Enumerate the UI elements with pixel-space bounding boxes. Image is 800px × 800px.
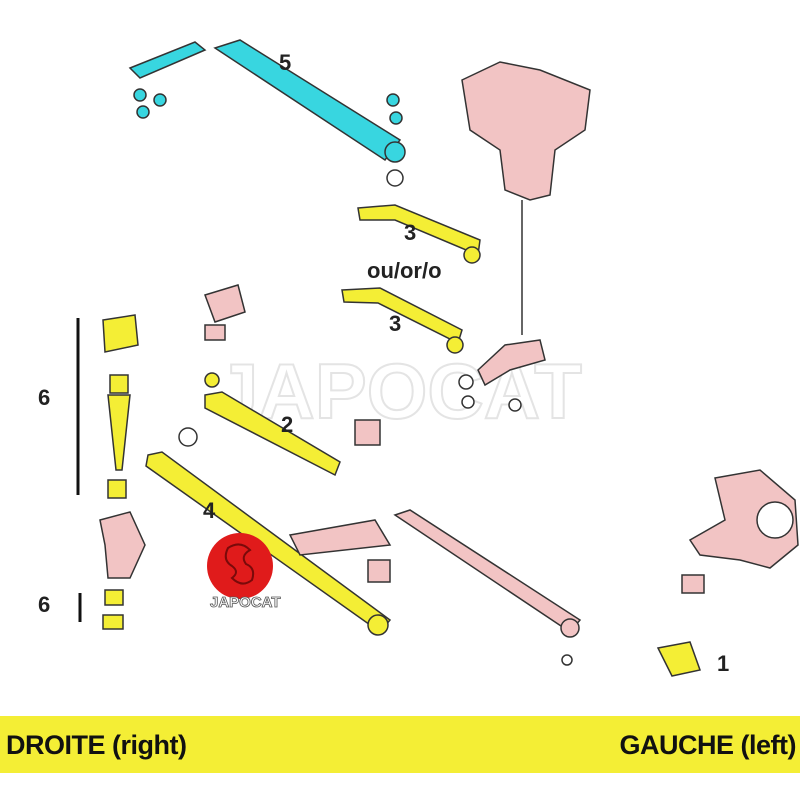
- center-link: [288, 419, 582, 666]
- right-side-label: DROITE (right): [6, 730, 187, 760]
- steering-knuckle: [656, 469, 799, 677]
- alternative-label: ou/or/o: [367, 258, 442, 283]
- kingpin-assembly: [76, 314, 146, 630]
- part-label-1: 1: [717, 651, 729, 676]
- left-side-label: GAUCHE (left): [619, 730, 797, 760]
- steering-damper: [128, 39, 406, 187]
- tie-rod: [145, 451, 392, 636]
- part-label-4: 4: [203, 498, 216, 523]
- steering-parts-diagram: JAPOCAT: [38, 39, 799, 677]
- footer-bar: DROITE (right) GAUCHE (left): [0, 716, 800, 773]
- part-label-3a: 3: [404, 220, 416, 245]
- tie-rod-ends: [341, 204, 481, 354]
- part-label-6a: 6: [38, 385, 50, 410]
- part-label-6b: 6: [38, 592, 50, 617]
- steering-gearbox: [458, 61, 591, 412]
- part-label-5: 5: [279, 50, 291, 75]
- japocat-logo: JAPOCAT: [207, 533, 281, 611]
- svg-text:JAPOCAT: JAPOCAT: [210, 594, 281, 611]
- part-label-3b: 3: [389, 311, 401, 336]
- drag-link: [178, 284, 341, 477]
- part-label-2: 2: [281, 412, 293, 437]
